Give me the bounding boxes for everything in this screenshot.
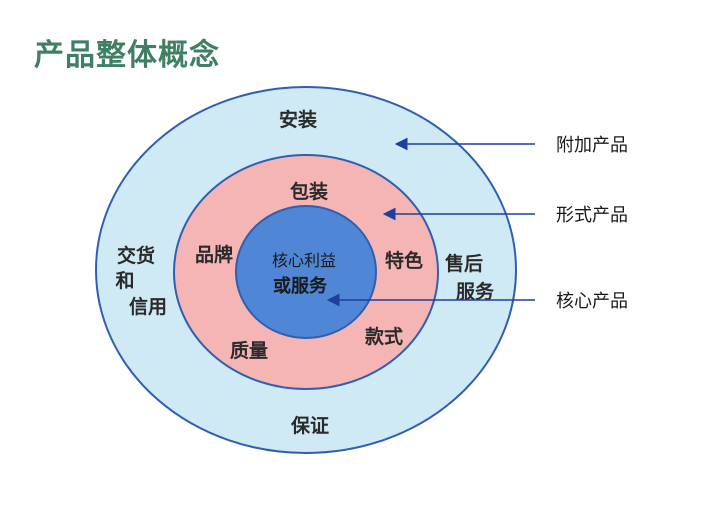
middle-label-bottom-right: 款式 <box>365 325 403 348</box>
annotation-middle-label: 形式产品 <box>556 205 628 226</box>
annotation-outer-label: 附加产品 <box>556 135 628 156</box>
outer-label-bottom: 保证 <box>290 414 329 437</box>
annotation-core-label: 核心产品 <box>556 291 628 312</box>
outer-label-top: 安装 <box>279 108 317 131</box>
middle-label-bottom-left: 质量 <box>230 340 268 362</box>
outer-label-left-2: 和 <box>115 269 134 292</box>
middle-label-top: 包装 <box>290 180 328 203</box>
middle-label-left: 品牌 <box>195 243 233 266</box>
core-label-line2: 或服务 <box>273 275 328 297</box>
core-label-line1: 核心利益 <box>272 251 336 270</box>
outer-label-left-1: 交货 <box>117 244 155 267</box>
page-title: 产品整体概念 <box>34 38 220 73</box>
outer-label-left-3: 信用 <box>129 295 167 318</box>
core-layer-circle <box>235 205 377 339</box>
outer-label-right-2: 服务 <box>456 280 495 303</box>
outer-label-right-1: 售后 <box>444 252 483 275</box>
middle-label-right: 特色 <box>385 249 423 272</box>
